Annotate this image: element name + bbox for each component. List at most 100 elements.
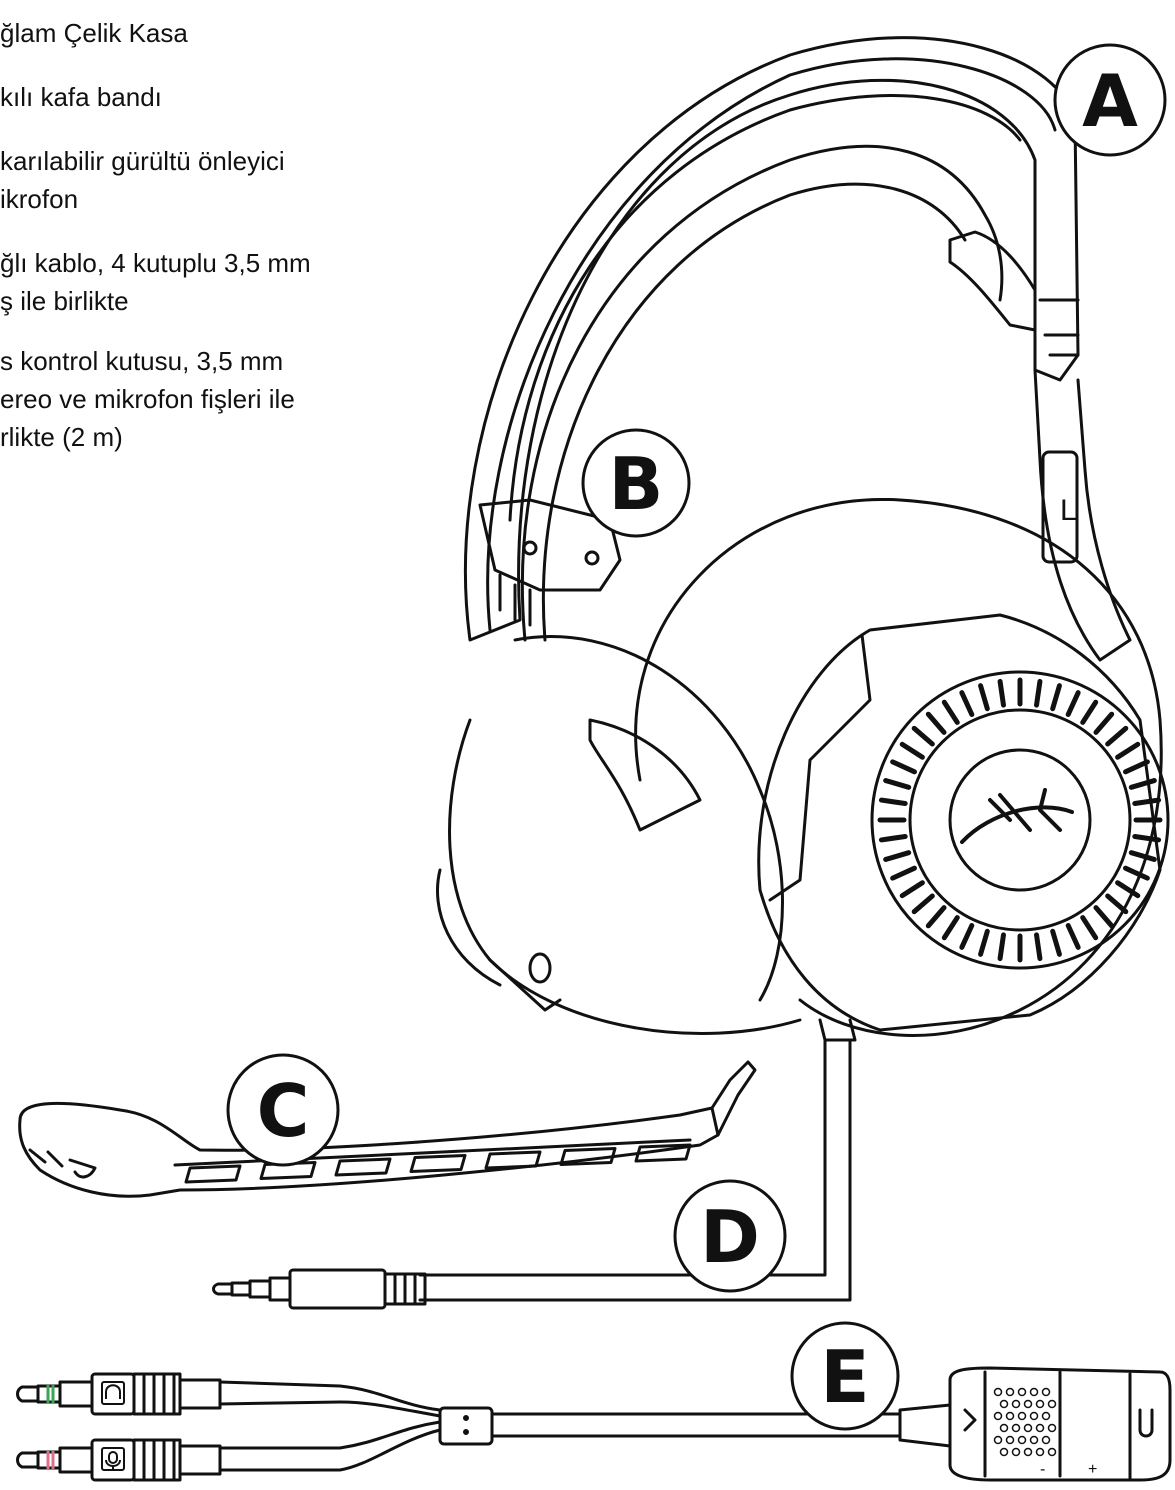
vent-slot bbox=[997, 932, 1006, 962]
legend-item-b: kılı kafa bandı bbox=[0, 78, 162, 116]
grille-hole bbox=[1017, 1411, 1027, 1421]
grille-hole bbox=[1035, 1423, 1045, 1433]
callout-d-letter: D bbox=[700, 1195, 760, 1279]
vent-slot bbox=[1123, 865, 1150, 881]
legend-item-c-line-2: ikrofon bbox=[0, 184, 79, 214]
callout-a: A bbox=[1053, 43, 1167, 157]
vent-slot bbox=[1080, 915, 1099, 941]
vent-slot bbox=[911, 725, 935, 747]
callout-e-letter: E bbox=[820, 1335, 869, 1419]
vent-slot bbox=[1050, 928, 1062, 957]
legend-item-a-line-1: ğlam Çelik Kasa bbox=[0, 18, 188, 48]
vent-slot bbox=[1115, 741, 1141, 760]
vent-slot bbox=[883, 778, 912, 790]
vent-slot bbox=[878, 797, 908, 806]
vent-slot bbox=[1093, 711, 1115, 735]
grille-hole bbox=[1041, 1435, 1051, 1445]
grille-hole bbox=[1041, 1387, 1051, 1397]
grille-hole bbox=[1029, 1387, 1039, 1397]
callout-c: C bbox=[226, 1053, 340, 1167]
vent-slot bbox=[890, 759, 917, 775]
vent-slot bbox=[1034, 678, 1043, 708]
grille-hole bbox=[1029, 1411, 1039, 1421]
right-earcup bbox=[436, 635, 802, 1035]
grille-hole bbox=[993, 1411, 1003, 1421]
legend-item-e-line-1: s kontrol kutusu, 3,5 mm bbox=[0, 346, 284, 376]
grille-hole bbox=[1035, 1447, 1045, 1457]
vent-slot bbox=[1065, 923, 1081, 950]
vent-slot bbox=[925, 905, 947, 929]
legend-item-e-line-2: ereo ve mikrofon fişleri ile bbox=[0, 384, 295, 414]
grille-hole bbox=[1005, 1387, 1015, 1397]
grille-hole bbox=[1011, 1423, 1021, 1433]
legend-item-e-line-3: rlikte (2 m) bbox=[0, 422, 123, 452]
callout-b-letter: B bbox=[609, 442, 664, 526]
legend-item-a: ğlam Çelik Kasa bbox=[0, 14, 188, 52]
grille-hole bbox=[1011, 1447, 1021, 1457]
vent-slot bbox=[899, 880, 925, 899]
vent-slot bbox=[959, 923, 975, 950]
earcup-side-label: L bbox=[1060, 494, 1077, 527]
earcup-vent-slots bbox=[877, 677, 1163, 963]
vent-slot bbox=[941, 699, 960, 725]
volume-minus-label: - bbox=[1040, 1461, 1045, 1478]
hyperx-logo-icon bbox=[960, 788, 1074, 844]
vent-slot bbox=[883, 850, 912, 862]
vent-slot bbox=[1034, 932, 1043, 962]
callout-e: E bbox=[790, 1321, 900, 1431]
mic-boom-slot bbox=[184, 1164, 242, 1184]
microphone-plug-icon bbox=[101, 1447, 125, 1471]
vent-slot bbox=[1115, 880, 1141, 899]
headband-pad bbox=[478, 144, 1004, 642]
grille-hole bbox=[1023, 1447, 1033, 1457]
four-pole-plug bbox=[212, 1268, 427, 1310]
vent-slot bbox=[1132, 834, 1162, 843]
vent-slot bbox=[1105, 725, 1129, 747]
vent-slot bbox=[997, 678, 1006, 708]
grille-hole bbox=[993, 1435, 1003, 1445]
vent-slot bbox=[1132, 797, 1162, 806]
legend-item-c-line-1: karılabilir gürültü önleyici bbox=[0, 146, 285, 176]
grille-hole bbox=[1023, 1399, 1033, 1409]
headphone-icon bbox=[1138, 1408, 1154, 1438]
legend-item-d-line-2: ş ile birlikte bbox=[0, 286, 129, 316]
legend-item-d: ğlı kablo, 4 kutuplu 3,5 mm ş ile birlik… bbox=[0, 244, 311, 320]
headphone-plug-icon bbox=[101, 1381, 125, 1405]
vent-slot bbox=[1105, 893, 1129, 915]
legend-item-b-line-1: kılı kafa bandı bbox=[0, 82, 162, 112]
legend-item-d-line-1: ğlı kablo, 4 kutuplu 3,5 mm bbox=[0, 248, 311, 278]
vent-slot bbox=[1093, 905, 1115, 929]
vent-slot bbox=[925, 711, 947, 735]
mic-boom-slot bbox=[559, 1147, 617, 1166]
headset-cable bbox=[418, 1038, 852, 1302]
legend-item-e: s kontrol kutusu, 3,5 mm ereo ve mikrofo… bbox=[0, 342, 295, 456]
grille-hole bbox=[1005, 1435, 1015, 1445]
vent-slot bbox=[978, 683, 990, 712]
vent-slot bbox=[1128, 778, 1157, 790]
vent-slot bbox=[1065, 690, 1081, 717]
grille-hole bbox=[999, 1399, 1009, 1409]
callout-a-letter: A bbox=[1082, 59, 1138, 143]
headphone-plug-green-ring bbox=[46, 1385, 55, 1403]
grille-hole bbox=[1029, 1435, 1039, 1445]
grille-hole bbox=[1035, 1399, 1045, 1409]
grille-hole bbox=[1017, 1387, 1027, 1397]
vent-slot bbox=[1050, 683, 1062, 712]
grille-hole bbox=[1023, 1423, 1033, 1433]
mic-boom-slot bbox=[484, 1150, 542, 1170]
mute-icon bbox=[963, 1408, 977, 1432]
vent-slot bbox=[890, 865, 917, 881]
detachable-microphone bbox=[18, 1060, 757, 1198]
grille-hole bbox=[1041, 1411, 1051, 1421]
vent-slot bbox=[1080, 699, 1099, 725]
audio-control-box bbox=[898, 1366, 1172, 1482]
vent-slot bbox=[1128, 850, 1157, 862]
grille-hole bbox=[999, 1423, 1009, 1433]
vent-slot bbox=[941, 915, 960, 941]
grille-hole bbox=[999, 1447, 1009, 1457]
grille-hole bbox=[1047, 1447, 1057, 1457]
callout-c-letter: C bbox=[257, 1069, 310, 1153]
legend-item-c: karılabilir gürültü önleyici ikrofon bbox=[0, 142, 285, 218]
grille-hole bbox=[1047, 1399, 1057, 1409]
